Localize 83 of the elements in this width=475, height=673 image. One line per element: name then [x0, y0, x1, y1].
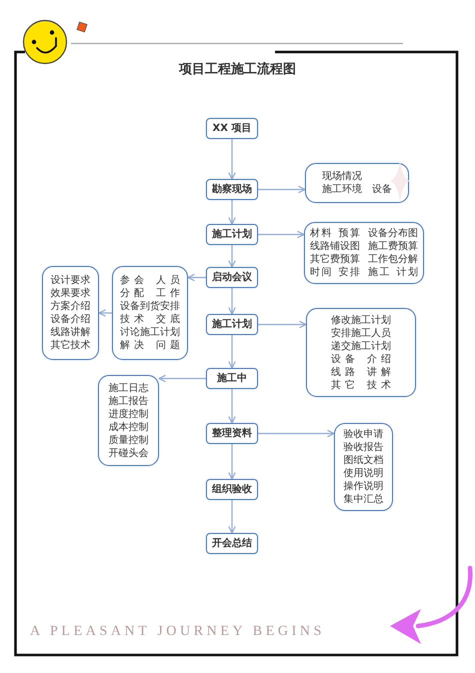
item-text: 施工 计划 [368, 266, 418, 279]
item-text: 技术 交底 [120, 313, 180, 326]
arrow [228, 389, 236, 424]
note-box [42, 266, 99, 360]
item-text: 设备 介绍 [331, 352, 391, 366]
item-text: 递交施工计划 [331, 340, 391, 352]
item-text: 其它技术 [50, 339, 90, 352]
process-box [206, 368, 258, 389]
step-text: XX 项目 [212, 122, 252, 134]
arrow [258, 230, 305, 238]
item-text: 验收报告 [344, 441, 384, 454]
arrow [258, 320, 307, 328]
faint-slogan: A PLEASANT JOURNEY BEGINS [30, 624, 325, 640]
item-text: 方案介绍 [50, 300, 90, 313]
item-text: 工作包分解 [368, 253, 418, 266]
item-text: 使用说明 [344, 467, 384, 480]
item-text: 解决 问题 [120, 339, 180, 352]
item-text: 安排施工人员 [331, 326, 391, 340]
item-text: 设备分布图 [368, 227, 418, 240]
item-text: 施工日志 [108, 382, 148, 394]
step-text: 组织验收 [212, 484, 252, 496]
arrow [98, 309, 112, 317]
item-text: 图纸文档 [344, 454, 384, 467]
arrow [228, 200, 236, 225]
process-box [206, 479, 258, 500]
arrow [258, 430, 335, 438]
arrow [258, 186, 306, 194]
note-box [112, 266, 188, 360]
item-text: 修改施工计划 [331, 314, 391, 326]
note-box [306, 308, 416, 397]
item-text: 开碰头会 [108, 446, 148, 460]
item-text: 施工费预算 [368, 240, 418, 253]
item-text: 时间 安排 [310, 266, 360, 279]
diagram-title: 项目工程施工流程图 [179, 62, 296, 78]
step-text: 施工中 [217, 372, 247, 384]
step-text: 施工计划 [212, 318, 252, 330]
process-box [206, 118, 258, 139]
arrow [158, 374, 206, 382]
arrow [228, 288, 236, 315]
note-box [98, 375, 159, 466]
item-text: 现场情况 [322, 170, 362, 183]
item-text: 设计要求 [50, 274, 90, 287]
item-text: 线路 讲解 [331, 366, 391, 378]
item-text: 成本控制 [108, 420, 148, 434]
arrow [187, 274, 206, 282]
step-text: 整理资料 [212, 428, 252, 440]
step-text: 施工计划 [212, 228, 252, 240]
process-box [206, 267, 258, 288]
process-box [206, 224, 258, 245]
arrow [228, 444, 236, 480]
item-text: 施工报告 [108, 394, 148, 408]
process-box [206, 533, 258, 554]
arrow [228, 245, 236, 268]
note-box [305, 163, 409, 203]
step-text: 启动会议 [212, 272, 252, 284]
item-text: 施工环境 [322, 183, 362, 196]
note-box [304, 222, 424, 284]
item-text: 质量控制 [108, 434, 148, 446]
item-text: 其它 技术 [331, 378, 391, 392]
item-text: 线路铺设图 [310, 240, 360, 253]
step-text: 勘察现场 [212, 184, 252, 196]
item-text: 操作说明 [344, 480, 384, 493]
item-text: 线路讲解 [50, 326, 90, 339]
item-text: 验收申请 [344, 428, 384, 441]
arrow [228, 139, 236, 180]
process-box [206, 179, 258, 200]
item-text: 进度控制 [108, 408, 148, 420]
item-text: 效果要求 [50, 287, 90, 300]
item-text: 其它费预算 [310, 253, 360, 266]
item-text: 分配 工作 [120, 287, 180, 300]
note-box [334, 423, 393, 511]
item-text: 讨论施工计划 [120, 326, 180, 339]
process-box [206, 314, 258, 335]
item-text: 参会 人员 [120, 274, 180, 287]
item-text: 设备介绍 [50, 313, 90, 326]
arrow [228, 500, 236, 534]
step-text: 开会总结 [212, 538, 252, 550]
item-text: 集中汇总 [344, 493, 384, 506]
process-box [206, 423, 258, 444]
item-text: 设备 [372, 183, 392, 196]
arrow [228, 335, 236, 369]
item-text: 设备到货安排 [120, 300, 180, 313]
item-text: 材料 预算 [310, 227, 360, 240]
